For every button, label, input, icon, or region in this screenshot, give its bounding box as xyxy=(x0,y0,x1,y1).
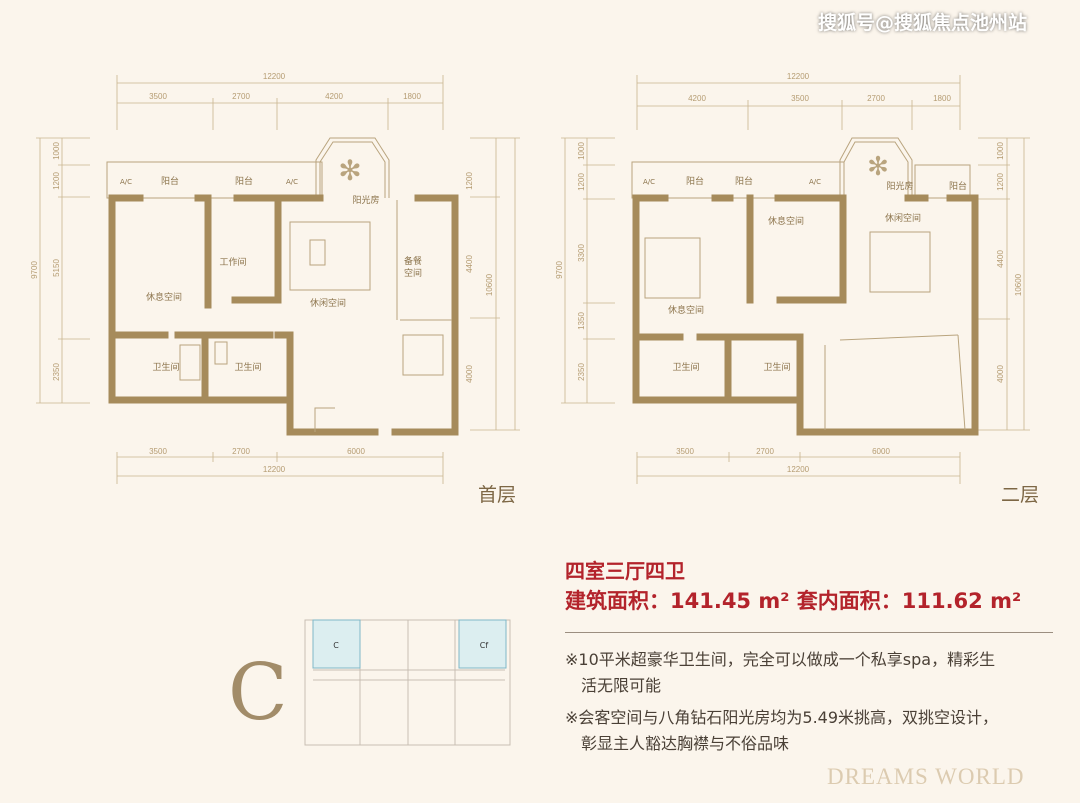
dim-right-total: 10600 xyxy=(1014,273,1023,296)
note-line: 活无限可能 xyxy=(581,676,662,695)
note-line: ※会客空间与八角钻石阳光房均为5.49米挑高，双挑空设计， xyxy=(565,708,999,727)
dim-right: 1200 xyxy=(465,172,474,190)
unit-layout: 四室三厅四卫 xyxy=(565,559,685,583)
dim-left: 2350 xyxy=(52,363,61,381)
dim-bottom: 3500 xyxy=(676,447,694,456)
divider xyxy=(565,632,1053,633)
dimension-lines xyxy=(36,75,520,484)
dim-bottom: 2700 xyxy=(756,447,774,456)
dim-left: 5150 xyxy=(52,259,61,277)
room-label: 卫生间 xyxy=(234,361,261,373)
dim-bottom: 6000 xyxy=(347,447,365,456)
room-label: 阳台 xyxy=(235,175,253,187)
dim-left: 1350 xyxy=(577,312,586,330)
room-label: 阳光房 xyxy=(352,194,379,206)
walls xyxy=(106,137,459,436)
dim-right: 4400 xyxy=(465,255,474,273)
room-label: 阳台 xyxy=(161,175,179,187)
key-label: C xyxy=(333,641,339,650)
floor-2-plan: 12200 4200 3500 2700 1800 9700 1000 1200… xyxy=(555,72,1039,506)
room-label: A/C xyxy=(643,178,655,186)
room-label: 休闲空间 xyxy=(310,297,346,309)
dim-left: 1000 xyxy=(52,142,61,160)
dim-top-total: 12200 xyxy=(787,72,810,81)
dim-bottom: 3500 xyxy=(149,447,167,456)
dim-left-total: 9700 xyxy=(30,261,39,279)
watermark: 搜狐号@搜狐焦点池州站 xyxy=(818,12,1028,34)
unit-c-highlight xyxy=(312,619,361,669)
dim-bottom-total: 12200 xyxy=(263,465,286,474)
dim-right: 1000 xyxy=(996,142,1005,160)
dim-bottom: 6000 xyxy=(872,447,890,456)
dim-right: 4400 xyxy=(996,250,1005,268)
dim-left: 3300 xyxy=(577,244,586,262)
dim-left: 1200 xyxy=(577,173,586,191)
room-label: 空间 xyxy=(404,267,422,279)
room-label: 卫生间 xyxy=(763,361,790,373)
dim-top: 1800 xyxy=(403,92,421,101)
room-label: A/C xyxy=(120,178,132,186)
dimension-lines xyxy=(561,75,1030,484)
dim-right: 4000 xyxy=(996,365,1005,383)
walls xyxy=(631,137,979,436)
room-label: 卫生间 xyxy=(672,361,699,373)
room-label: 阳光房 xyxy=(886,180,913,192)
dim-top: 2700 xyxy=(867,94,885,103)
room-label: 阳台 xyxy=(949,180,967,192)
dim-top: 3500 xyxy=(791,94,809,103)
dim-right-total: 10600 xyxy=(485,273,494,296)
unit-letter: C xyxy=(228,648,288,738)
room-label: 阳台 xyxy=(686,175,704,187)
dim-left-total: 9700 xyxy=(555,261,564,279)
dim-right: 4000 xyxy=(465,365,474,383)
sunroom-plant-icon: ✻ xyxy=(338,154,361,187)
floor-1-plan: 12200 3500 2700 4200 1800 9700 1000 1200… xyxy=(30,72,520,506)
room-label: 卫生间 xyxy=(152,361,179,373)
room-label: 休息空间 xyxy=(768,215,804,227)
key-label: Cf xyxy=(480,641,489,650)
dim-top: 4200 xyxy=(688,94,706,103)
dim-top: 3500 xyxy=(149,92,167,101)
sunroom-plant-icon: ✻ xyxy=(867,152,889,182)
key-plan: C Cf xyxy=(304,619,511,746)
room-label: 休息空间 xyxy=(668,304,704,316)
room-label: 阳台 xyxy=(735,175,753,187)
dim-left: 1200 xyxy=(52,172,61,190)
room-label: 工作间 xyxy=(219,256,246,268)
dim-top: 4200 xyxy=(325,92,343,101)
dim-right: 1200 xyxy=(996,173,1005,191)
brand-logo: DREAMS WORLD xyxy=(827,764,1025,789)
floor-2-title: 二层 xyxy=(1001,484,1039,506)
room-label: 休闲空间 xyxy=(885,212,921,224)
room-label: 休息空间 xyxy=(146,291,182,303)
unit-area: 建筑面积：141.45 m² 套内面积：111.62 m² xyxy=(565,589,1022,613)
room-label: A/C xyxy=(809,178,821,186)
dim-top-total: 12200 xyxy=(263,72,286,81)
dim-bottom-total: 12200 xyxy=(787,465,810,474)
note-line: 彰显主人豁达胸襟与不俗品味 xyxy=(581,734,790,753)
dim-top: 2700 xyxy=(232,92,250,101)
room-label: 备餐 xyxy=(404,255,422,267)
dim-bottom: 2700 xyxy=(232,447,250,456)
dim-left: 2350 xyxy=(577,363,586,381)
unit-cf-highlight xyxy=(458,619,507,669)
dim-top: 1800 xyxy=(933,94,951,103)
dim-left: 1000 xyxy=(577,142,586,160)
note-line: ※10平米超豪华卫生间，完全可以做成一个私享spa，精彩生 xyxy=(565,650,996,669)
floor-1-title: 首层 xyxy=(478,484,516,506)
room-label: A/C xyxy=(286,178,298,186)
